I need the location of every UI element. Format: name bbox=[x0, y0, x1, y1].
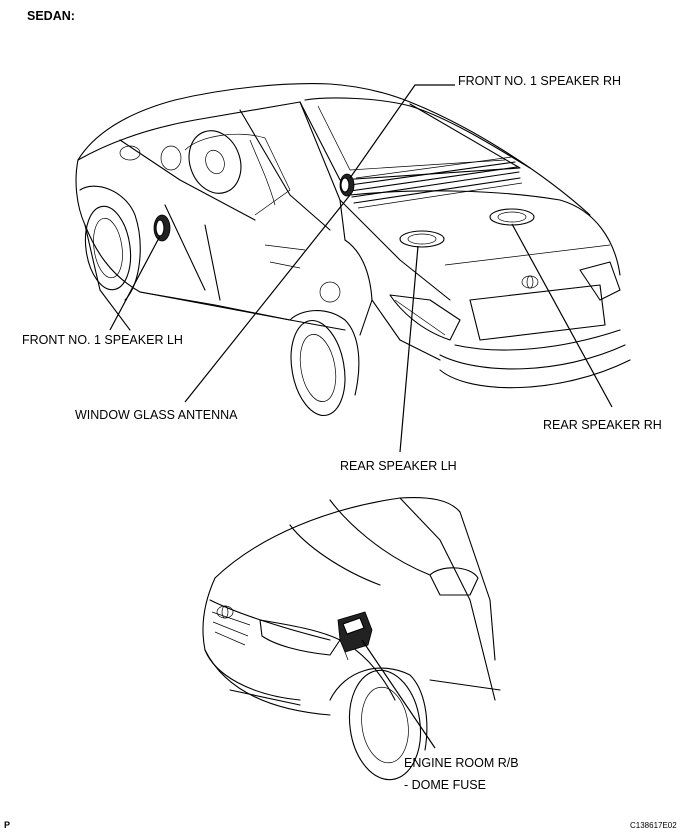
leader-engine-room bbox=[361, 639, 436, 749]
label-dome-fuse: - DOME FUSE bbox=[404, 778, 486, 792]
label-front-speaker-rh: FRONT NO. 1 SPEAKER RH bbox=[458, 74, 621, 88]
leader-lines-top bbox=[109, 84, 613, 453]
label-front-speaker-lh: FRONT NO. 1 SPEAKER LH bbox=[22, 333, 183, 347]
label-window-glass-antenna: WINDOW GLASS ANTENNA bbox=[75, 408, 238, 422]
page-title: SEDAN: bbox=[27, 9, 75, 23]
sedan-rear-view bbox=[75, 83, 631, 417]
figure-code: C138617E02 bbox=[630, 821, 677, 830]
label-rear-speaker-rh: REAR SPEAKER RH bbox=[543, 418, 662, 432]
label-rear-speaker-lh: REAR SPEAKER LH bbox=[340, 459, 457, 473]
footer-mark: P bbox=[4, 820, 11, 830]
label-engine-room-rb: ENGINE ROOM R/B bbox=[404, 756, 519, 770]
sedan-front-view bbox=[202, 497, 501, 781]
